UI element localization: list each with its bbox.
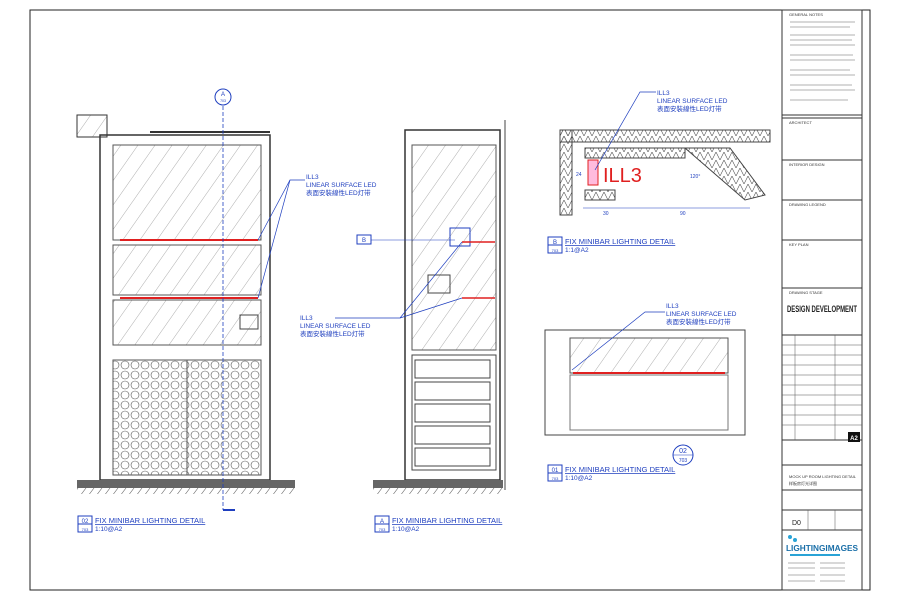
svg-text:LINEAR SURFACE LED: LINEAR SURFACE LED [300,323,371,330]
legend-label: DRAWING LEGEND [789,202,826,207]
sheet-border [29,9,871,591]
svg-text:表面安裝線性LED灯带: 表面安裝線性LED灯带 [300,329,365,338]
title-block: GENERAL NOTES ARCHITECT INTERIOR DESIGN … [781,9,863,591]
callout-desc: LINEAR SURFACE LED [306,182,377,189]
section-marker-A[interactable]: A 703 [214,88,232,106]
revision: D0 [792,520,801,527]
svg-text:表面安裝線性LED灯带: 表面安裝線性LED灯带 [657,104,722,113]
elevation-letter: B [362,238,366,244]
elevation-marker-B[interactable] [356,234,372,245]
interior-label: INTERIOR DESIGN [789,162,825,167]
svg-text:703: 703 [82,527,89,532]
architect-label: ARCHITECT [789,120,812,125]
svg-text:02: 02 [679,448,687,455]
svg-text:1:10@A2: 1:10@A2 [392,526,420,533]
led-profile [587,159,599,186]
drawing-title-cn: 样板房灯光详图 [789,480,817,486]
svg-text:703: 703 [379,527,386,532]
detail-caption-B: B 703 FIX MINIBAR LIGHTING DETAIL 1:1@A2 [547,236,675,254]
detail-caption-02: 02 703 FIX MINIBAR LIGHTING DETAIL 1:10@… [77,515,205,533]
section-sheet: 703 [220,99,226,103]
svg-text:ILL3: ILL3 [657,90,670,97]
svg-text:ILL3: ILL3 [300,315,313,322]
svg-text:B: B [553,240,557,246]
callout-tag: ILL3 [306,174,319,181]
section-letter: A [221,92,225,98]
svg-text:A: A [380,519,384,525]
svg-text:1:10@A2: 1:10@A2 [95,526,123,533]
detail-caption-A: A 703 FIX MINIBAR LIGHTING DETAIL 1:10@A… [374,515,502,533]
svg-text:LINEAR SURFACE LED: LINEAR SURFACE LED [666,311,737,318]
stage-label: DRAWING STAGE [789,290,823,295]
drawing-stage: DESIGN DEVELOPMENT [787,304,857,314]
big-led-tag: ILL3 [603,165,642,187]
svg-text:703: 703 [552,248,559,253]
svg-text:FIX MINIBAR LIGHTING DETAIL: FIX MINIBAR LIGHTING DETAIL [392,516,502,525]
sheet-size: A2 [850,436,858,442]
section-bubble-02[interactable]: 02 703 [672,444,694,466]
section-A: B ILL3 LINEAR SURFACE LED 表面安裝線性LED灯带 A … [300,120,506,533]
svg-text:703: 703 [552,476,559,481]
detail-B: ILL3 30 90 120° 24 ILL3 LINEAR SURFACE L… [547,90,771,254]
brand-logo: LIGHTINGIMAGES [786,543,858,553]
svg-text:01: 01 [552,468,559,474]
detail-caption-01: 01 703 FIX MINIBAR LIGHTING DETAIL 1:10@… [547,464,675,482]
svg-text:120°: 120° [690,174,700,180]
svg-text:FIX MINIBAR LIGHTING DETAIL: FIX MINIBAR LIGHTING DETAIL [565,465,675,474]
key-plan-label: KEY PLAN [789,242,809,247]
svg-text:表面安裝線性LED灯带: 表面安裝線性LED灯带 [666,317,731,326]
svg-text:02: 02 [82,519,89,525]
svg-text:FIX MINIBAR LIGHTING DETAIL: FIX MINIBAR LIGHTING DETAIL [565,237,675,246]
svg-text:90: 90 [680,211,686,217]
svg-text:LINEAR SURFACE LED: LINEAR SURFACE LED [657,98,728,105]
drawing-title: MOCK UP ROOM LIGHTING DETAIL [789,474,857,479]
svg-text:1:1@A2: 1:1@A2 [565,247,589,254]
svg-text:ILL3: ILL3 [666,303,679,310]
svg-text:24: 24 [576,172,582,178]
callout-desc-cn: 表面安裝線性LED灯带 [306,188,371,197]
svg-text:FIX MINIBAR LIGHTING DETAIL: FIX MINIBAR LIGHTING DETAIL [95,516,205,525]
svg-text:30: 30 [603,211,609,217]
elevation-02: A 703 ILL3 LINEAR SURFACE LED 表面安裝線性LED灯… [76,88,377,533]
svg-text:1:10@A2: 1:10@A2 [565,475,593,482]
detail-01: ILL3 LINEAR SURFACE LED 表面安裝線性LED灯带 02 7… [544,303,746,482]
svg-text:703: 703 [679,458,688,464]
general-notes-label: GENERAL NOTES [789,12,823,17]
